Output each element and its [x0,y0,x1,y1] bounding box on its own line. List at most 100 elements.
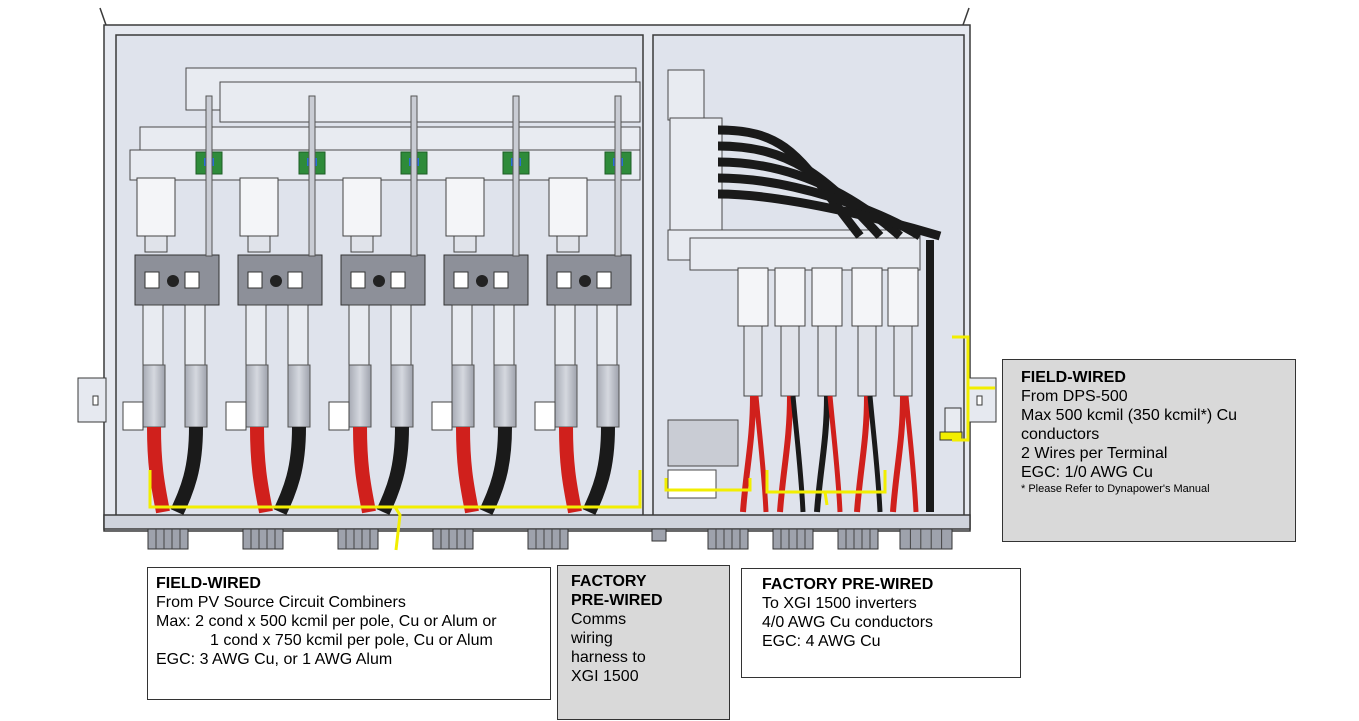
switch-pivot [270,275,282,287]
callout-line: To XGI 1500 inverters [762,595,917,612]
vertical-busbar [512,95,520,257]
output-conductor [827,395,843,513]
switch-window [287,271,303,289]
black-conductor [479,426,512,515]
output-fuse [737,267,769,327]
callout-line: harness to [571,649,646,666]
fuse-body [548,177,588,237]
pv-input-columns [122,177,632,515]
sleeve-left [451,364,475,428]
switch-window [247,271,263,289]
red-conductor [147,426,170,514]
callout-heading: FACTORY PRE-WIRED [762,576,934,593]
mounting-tab-right [967,377,997,423]
output-conductor [854,395,870,513]
output-conductor [814,395,830,513]
fuse-clip [556,235,580,253]
lug-right [493,304,515,366]
conduit-fittings [147,528,953,550]
conduit-fitting [899,528,953,550]
callout-heading: PRE-WIRED [571,592,663,609]
output-conductor [740,395,756,513]
output-fuse-lug [780,325,800,397]
vertical-busbar [308,95,316,257]
black-conductor [582,426,615,515]
conduit-fitting [772,528,814,550]
conduit-fitting [432,528,474,550]
callout-inverters-factory-prewired: FACTORY PRE-WIRED To XGI 1500 inverters … [741,568,1021,678]
conduit-fitting [707,528,749,550]
callout-line: From DPS-500 [1021,388,1128,405]
output-conductor [753,395,769,513]
pv-column [534,177,632,515]
vertical-busbar [205,95,213,257]
black-conductor [376,426,409,515]
vertical-busbar [410,95,418,257]
lug-right [184,304,206,366]
inverter-bracket [765,470,887,506]
switch-pivot [167,275,179,287]
switch-window [556,271,572,289]
conduit-fitting [337,528,379,550]
output-fuse-lug [817,325,837,397]
lug-right [390,304,412,366]
callout-line: Comms [571,611,627,628]
conduit-fitting [527,528,569,550]
output-fuse-lug [743,325,763,397]
label-tag [122,401,144,431]
callout-pv-source-field-wired: FIELD-WIRED From PV Source Circuit Combi… [147,567,551,700]
output-conductor [790,395,806,513]
ground-bar [939,407,963,441]
callout-heading: FIELD-WIRED [156,575,261,592]
label-tag [534,401,556,431]
callout-footnote: * Please Refer to Dynapower's Manual [1021,483,1210,495]
output-fuse-lug [893,325,913,397]
sleeve-right [596,364,620,428]
red-conductor [456,426,479,514]
switch-window [596,271,612,289]
callout-heading: FACTORY [571,573,647,590]
output-fuse [851,267,883,327]
callout-line: conductors [1021,426,1100,443]
pv-bracket [148,470,642,551]
lug-right [596,304,618,366]
sleeve-left [245,364,269,428]
switch-pivot [476,275,488,287]
lug-right [287,304,309,366]
top-busbar-plates [129,67,641,181]
conduit-fitting [837,528,879,550]
label-tag [431,401,453,431]
callout-brackets [148,335,995,551]
pv-column [225,177,323,515]
sleeve-right [390,364,414,428]
switch-window [184,271,200,289]
sleeve-right [287,364,311,428]
label-tag [328,401,350,431]
output-fuse [887,267,919,327]
mounting-tab-left [77,377,107,423]
output-conductor [903,395,919,513]
callout-comms-factory-prewired: FACTORY PRE-WIRED Comms wiring harness t… [557,565,730,720]
fuse-clip [144,235,168,253]
label-tag [225,401,247,431]
pv-column [431,177,529,515]
switch-window [390,271,406,289]
inverter-output-fuses [737,267,919,513]
output-conductor [890,395,906,513]
sleeve-right [493,364,517,428]
output-conductor [867,395,883,513]
fuse-body [239,177,279,237]
black-conductor [273,426,306,515]
callout-line: EGC: 3 AWG Cu, or 1 AWG Alum [156,651,393,668]
output-fuse [774,267,806,327]
switch-window [493,271,509,289]
terminal-boards [195,95,632,257]
comms-gland [651,528,667,542]
sleeve-right [184,364,208,428]
lug-left [554,304,576,366]
fuse-body [342,177,382,237]
callout-line: EGC: 4 AWG Cu [762,633,881,650]
callout-line: 2 Wires per Terminal [1021,445,1168,462]
conduit-fitting [147,528,189,550]
callout-line: EGC: 1/0 AWG Cu [1021,464,1153,481]
